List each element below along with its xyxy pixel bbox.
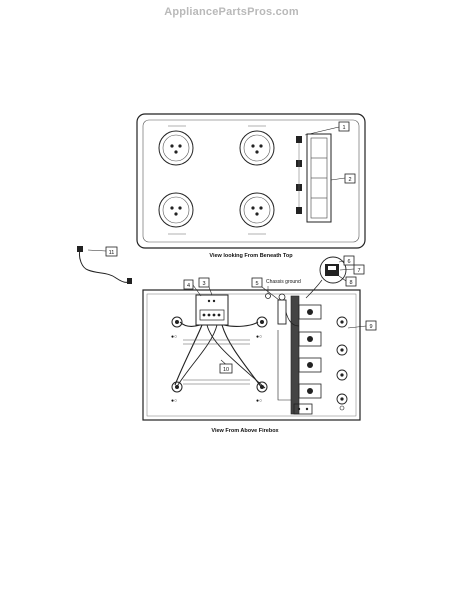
callout-7-label: 7 [357, 268, 360, 274]
svg-text:●○: ●○ [256, 398, 262, 404]
cooktop-top-panel: 1 2 View looking From Beneath Top [136, 113, 366, 259]
callout-5-box [251, 277, 263, 288]
svg-text:●○: ●○ [171, 398, 177, 404]
callout-5-label: 5 [255, 281, 258, 287]
callout-10-box [219, 363, 233, 374]
callout-9-label: 9 [369, 324, 372, 330]
callout-6-label: 6 [347, 259, 350, 265]
power-cord: 11 [77, 246, 132, 284]
ignition-switch-detail [305, 256, 347, 299]
callout-2-label: 2 [348, 177, 351, 183]
callout-8-box [345, 276, 357, 287]
callout-7-box [353, 264, 365, 275]
callout-9-box [365, 320, 377, 331]
callout-1-label: 1 [342, 125, 345, 131]
callout-4-box [183, 279, 194, 290]
burner-right-rear [239, 130, 275, 166]
valve-manifold [290, 295, 322, 415]
callout-2-box [344, 173, 356, 184]
callout-8-label: 8 [349, 280, 352, 286]
spark-module [195, 294, 229, 326]
control-knobs [336, 316, 348, 411]
igniter-left-front: ●○ [171, 381, 183, 404]
burner-left-rear [158, 130, 194, 166]
ignition-switch-set [296, 136, 302, 214]
igniter-right-rear: ●○ [256, 316, 268, 340]
terminal-block [277, 293, 287, 325]
site-watermark: AppliancePartsPros.com [164, 6, 299, 18]
igniter-left-rear: ●○ [171, 316, 183, 340]
control-knob-strip [306, 133, 332, 223]
callout-1-box [338, 121, 350, 132]
callout-4-label: 4 [187, 283, 190, 289]
callout-10-label: 10 [223, 367, 229, 373]
callout-6-box [343, 255, 355, 266]
firebox-panel: 4 3 10 ●○ ●○ [142, 255, 377, 434]
burner-right-front [239, 192, 275, 228]
igniter-right-front: ●○ [256, 381, 268, 404]
bottom-view-caption: View From Above Firebox [211, 428, 279, 434]
chassis-ground-screw [265, 286, 271, 299]
callout-11-label: 11 [109, 250, 115, 256]
svg-text:●○: ●○ [171, 334, 177, 340]
igniter-wire-harness [174, 321, 266, 389]
chassis-ground-label: Chassis ground [266, 279, 301, 285]
svg-text:●○: ●○ [256, 334, 262, 340]
top-view-caption: View looking From Beneath Top [209, 253, 293, 259]
callout-3-label: 3 [202, 281, 205, 287]
burner-left-front [158, 192, 194, 228]
callout-3-box [198, 277, 210, 288]
callout-11-box [105, 246, 118, 257]
